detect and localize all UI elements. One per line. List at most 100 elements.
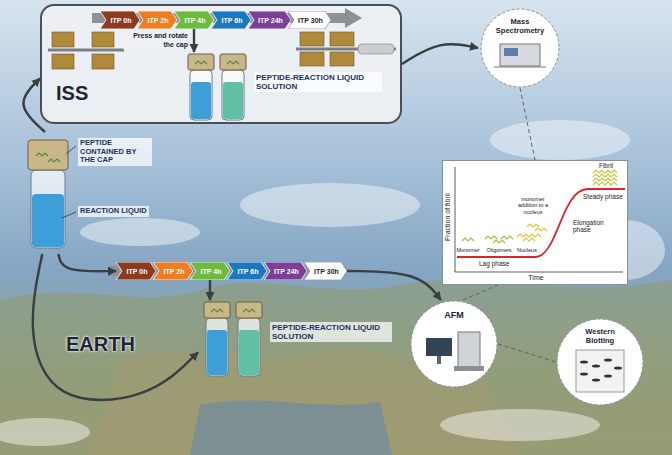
timepoint-chevron: ITP 24h	[248, 11, 291, 29]
peptide-icon	[535, 228, 547, 231]
chevron-fill	[211, 11, 251, 29]
vial-cap	[188, 54, 214, 70]
timepoint-chevron: ITP 6h	[227, 262, 267, 280]
node-text: Oligomers	[486, 247, 511, 253]
vial-illustration	[182, 52, 252, 122]
solar-array	[330, 32, 354, 46]
timepoint-chevron: ITP 4h	[190, 262, 230, 280]
flow-arrow	[209, 280, 211, 300]
node-text: ITP 2h	[162, 268, 185, 275]
peptide-icon	[605, 170, 617, 173]
technique-circle: AFM	[410, 300, 498, 388]
node-text: Time	[528, 274, 543, 282]
chevron-fill	[116, 262, 156, 280]
chevron-fill	[304, 262, 347, 280]
node-text: Fraction of fibril	[444, 193, 452, 241]
node-text: ITP 4h	[199, 268, 222, 275]
region-label: EARTH	[66, 333, 135, 356]
chevron-fill	[288, 11, 331, 29]
land-masses	[0, 280, 672, 455]
vial-pair: PEPTIDE-REACTION LIQUID SOLUTION	[198, 300, 403, 378]
microscope	[458, 332, 480, 368]
vial-cap	[220, 54, 246, 70]
node-text: monomer addition to a nucleus	[511, 196, 555, 215]
peptide-icon	[527, 224, 539, 227]
solar-array	[300, 32, 324, 46]
peptide-icon	[593, 178, 605, 181]
vial-body	[238, 318, 260, 376]
vial-body	[206, 318, 228, 376]
node-text: PEPTIDE CONTAINED BY THE CAP	[78, 138, 152, 166]
chevron-fill	[264, 262, 307, 280]
bench	[494, 67, 546, 68]
solar-array	[52, 32, 74, 47]
station-truss	[48, 49, 124, 52]
node-text: ISS	[56, 82, 88, 105]
station-panel: ISS ITP 0h ITP 2h ITP 4h ITP 6h ITP 24h ITP 30…	[40, 4, 402, 124]
node-text: ITP 24h	[272, 268, 299, 275]
zoom-line	[498, 344, 556, 362]
peptide-icon	[593, 182, 605, 185]
peptide-icon	[529, 234, 541, 237]
timepoint-chevron: ITP 0h	[116, 262, 156, 280]
blot-band	[592, 365, 600, 368]
vial-illustration	[18, 132, 78, 254]
kinetics-chart: Fraction of fibrilTimeMonomerOligomersNu…	[442, 160, 628, 285]
node-text: AFM	[444, 310, 464, 320]
flow-arrow	[347, 271, 441, 300]
timepoint-chevron: ITP 30h	[288, 11, 331, 29]
space-station	[48, 32, 396, 69]
node-text: ITP 24h	[256, 17, 283, 24]
vial-illustration	[198, 300, 268, 378]
timepoint-chevron: ITP 6h	[211, 11, 251, 29]
node-text: ITP 4h	[183, 17, 206, 24]
sample-vial: PEPTIDE CONTAINED BY THE CAP REACTION LIQ…	[18, 132, 153, 254]
node-text: ITP 2h	[146, 17, 169, 24]
leader-line	[62, 212, 76, 218]
node-text: Fibril	[599, 162, 613, 169]
peptide-icon	[227, 61, 239, 64]
timeline-head	[345, 8, 362, 28]
peptide-icon	[36, 153, 48, 156]
peptide-icon	[523, 238, 535, 241]
technique-circle: Western Blotting	[556, 318, 644, 406]
node-text: ITP 0h	[109, 17, 132, 24]
node-text: Mass Spectrometry	[492, 18, 548, 35]
node-text: ITP 30h	[312, 268, 339, 275]
timepoint-chevron: ITP 2h	[153, 262, 193, 280]
cloud	[80, 218, 200, 246]
panel-fill	[40, 4, 402, 124]
node-text: REACTION LIQUID	[78, 206, 149, 217]
cloud	[240, 183, 420, 227]
flow-arrow	[33, 254, 198, 400]
flow-arrow	[59, 254, 117, 271]
blot-band	[580, 373, 588, 376]
zoom-line	[520, 88, 535, 160]
x-axis	[455, 272, 623, 273]
technique-circle: Mass Spectrometry	[478, 8, 562, 88]
timepoint-chevron: ITP 24h	[264, 262, 307, 280]
node-text: PEPTIDE-REACTION LIQUID SOLUTION	[254, 72, 382, 92]
solar-array	[300, 52, 324, 66]
node-text: ITP 6h	[220, 17, 243, 24]
solar-array	[92, 54, 114, 69]
cloud	[490, 120, 630, 160]
peptide-icon	[605, 182, 617, 185]
vial-body	[222, 70, 244, 120]
node-text: ITP 30h	[296, 17, 323, 24]
solar-array	[52, 54, 74, 69]
vial-liquid	[239, 330, 259, 375]
node-text: Elongation phase	[573, 219, 619, 234]
spectrometer	[500, 44, 540, 66]
circle-outline	[557, 319, 643, 405]
peptide-icon	[243, 309, 255, 312]
chevron-fill	[153, 262, 193, 280]
fibril-curve	[457, 189, 625, 257]
vial-cap	[236, 302, 262, 318]
vial-liquid	[223, 82, 243, 119]
chevron-fill	[227, 262, 267, 280]
peptide-icon	[605, 174, 617, 177]
node-text: Western Blotting	[572, 328, 628, 345]
y-axis	[455, 167, 456, 272]
flow-arrow	[193, 29, 195, 52]
